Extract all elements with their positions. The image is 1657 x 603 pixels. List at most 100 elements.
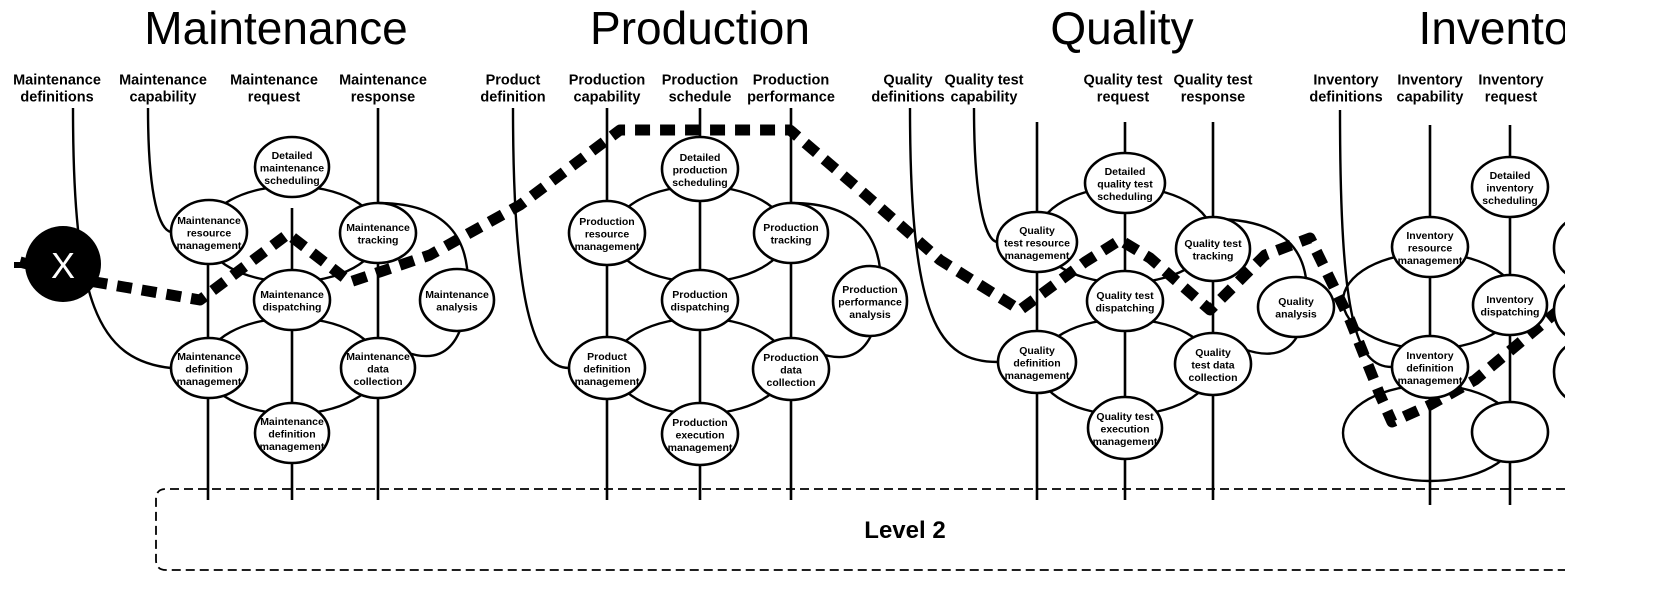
section-3-column-header-line: capability xyxy=(1397,89,1464,105)
section-2-activity-node xyxy=(1173,331,1253,397)
section-2-activity-node xyxy=(996,329,1078,395)
section-0-activity-node xyxy=(339,336,417,400)
section-1-column-header-line: Production xyxy=(569,72,646,88)
section-2-node-label-line: Quality test xyxy=(1096,290,1154,302)
section-1-column-header-line: capability xyxy=(574,89,641,105)
section-0-node-label-line: Maintenance xyxy=(177,351,241,363)
section-0-column-header-line: Maintenance xyxy=(13,72,101,88)
section-1-node-label-line: management xyxy=(668,442,733,454)
section-2-activity-node xyxy=(995,210,1079,274)
section-1-column-header-line: Product xyxy=(486,72,541,88)
section-2-column-header-line: Quality test xyxy=(945,72,1024,88)
section-0-node-label-line: management xyxy=(260,441,325,453)
section-3-column-header-line: Inventory xyxy=(1478,72,1543,88)
section-1-activity-node xyxy=(660,401,740,467)
section-3-column-header-line: Inventory xyxy=(1313,72,1378,88)
section-3-activity-node xyxy=(1390,334,1470,400)
section-2-activity-node xyxy=(1256,275,1336,339)
section-3-activity-node xyxy=(1471,273,1549,337)
section-2-node-label-line: Quality xyxy=(1278,296,1314,308)
section-0-node-label-line: resource xyxy=(187,227,232,239)
section-0-activity-node xyxy=(169,198,249,266)
section-1-node-label-line: collection xyxy=(766,377,815,389)
section-1-node-label-line: management xyxy=(575,376,640,388)
section-0-node-label-line: scheduling xyxy=(264,175,319,187)
section-0-activity-node xyxy=(252,268,332,332)
section-2-node-label-line: dispatching xyxy=(1096,303,1155,315)
section-0-activity-node xyxy=(338,201,418,265)
section-0-node-label-line: Maintenance xyxy=(260,416,324,428)
section-1-node-label-line: Production xyxy=(672,417,727,429)
section-1-node-label-line: data xyxy=(780,364,802,376)
section-1-column-header-line: performance xyxy=(747,89,835,105)
section-2-node-label-line: Quality xyxy=(1019,345,1055,357)
section-0-node-label-line: Maintenance xyxy=(346,222,410,234)
section-1-activity-node xyxy=(567,199,647,267)
section-3-node-label-line: Inventory xyxy=(1406,350,1453,362)
section-3-node-label-line: definition xyxy=(1406,362,1453,374)
section-2-column-header-line: Quality test xyxy=(1084,72,1163,88)
section-0-activity-node xyxy=(418,267,496,333)
section-1-column-header-line: Production xyxy=(753,72,830,88)
section-2-node-label-line: Detailed xyxy=(1105,166,1146,178)
section-0-node-label-line: analysis xyxy=(436,302,478,314)
partial-node xyxy=(1552,283,1565,337)
section-0-column-header-line: Maintenance xyxy=(339,72,427,88)
section-0-node-label-line: Maintenance xyxy=(425,289,489,301)
section-3-node-label-line: Inventory xyxy=(1486,294,1533,306)
section-1-column-header-line: Production xyxy=(662,72,739,88)
section-1-node-label-line: resource xyxy=(585,228,630,240)
section-1-node-label-line: production xyxy=(673,164,728,176)
x-marker-circle xyxy=(25,226,101,302)
section-0-column-header-line: definitions xyxy=(20,89,93,105)
section-3-node-label-line: dispatching xyxy=(1481,307,1540,319)
dashed-path xyxy=(18,124,1565,428)
section-3-node-label-line: resource xyxy=(1408,242,1453,254)
section-2-column-header-line: response xyxy=(1181,89,1245,105)
section-0-lead-curve xyxy=(71,107,172,370)
section-2-lead-curve xyxy=(908,107,999,364)
section-1-activity-node xyxy=(831,264,909,338)
section-0-column-header-line: Maintenance xyxy=(230,72,318,88)
x-marker-label: X xyxy=(51,245,75,286)
section-2-node-label-line: management xyxy=(1093,436,1158,448)
section-1-lead-curve xyxy=(511,107,570,370)
section-1-node-label-line: dispatching xyxy=(671,302,730,314)
partial-node xyxy=(1552,345,1565,399)
section-1-node-label-line: Product xyxy=(587,351,627,363)
section-0-title: Maintenance xyxy=(144,2,407,54)
section-0-node-label-line: Maintenance xyxy=(260,289,324,301)
section-2-node-label-line: collection xyxy=(1188,372,1237,384)
section-0-node-label-line: management xyxy=(177,376,242,388)
section-1-node-label-line: Production xyxy=(842,284,897,296)
section-2-column-header-line: capability xyxy=(951,89,1018,105)
section-1-activity-node xyxy=(752,201,830,265)
section-3-node-label-line: inventory xyxy=(1486,182,1533,194)
section-0-node-label-line: data xyxy=(367,363,389,375)
section-1-node-label-line: Production xyxy=(763,352,818,364)
section-2-column-header-line: definitions xyxy=(871,89,944,105)
section-0-activity-node xyxy=(253,401,331,465)
section-3-column-header-line: definitions xyxy=(1309,89,1382,105)
section-0-node-label-line: definition xyxy=(185,363,232,375)
